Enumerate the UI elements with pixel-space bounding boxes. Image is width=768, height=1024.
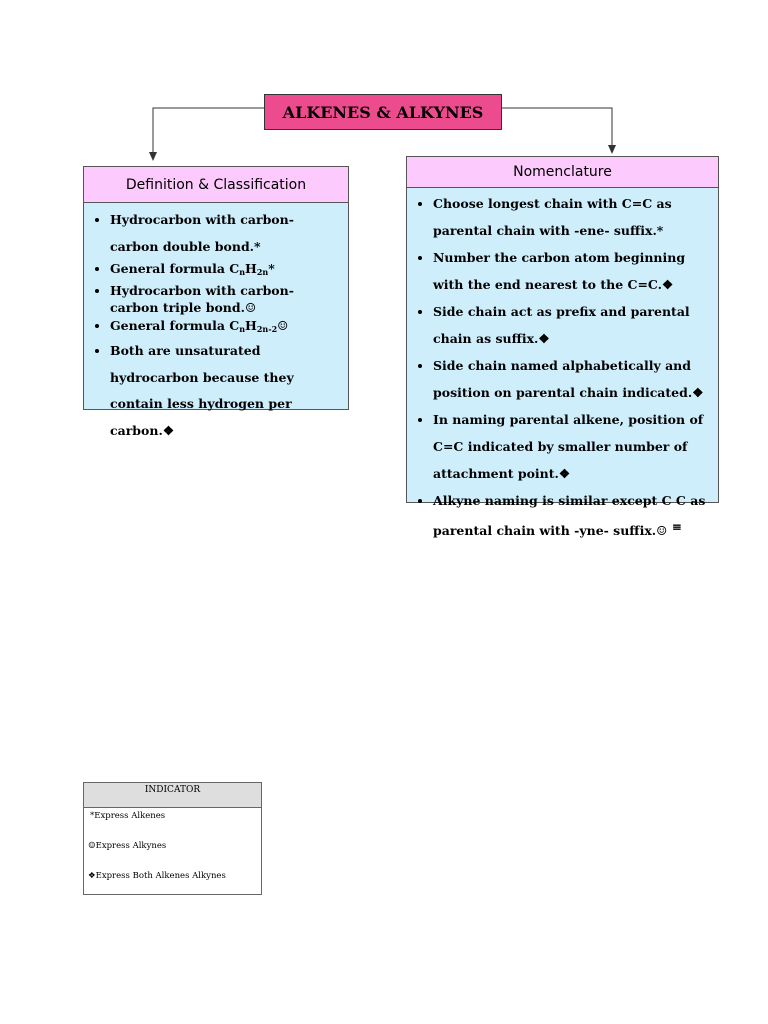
nomenclature-panel: Nomenclature Choose longest chain with C… [406,156,719,538]
list-item: Side chain named alphabetically and posi… [433,352,710,406]
triple-bond-symbol: ≡ [671,520,682,534]
definition-list: Hydrocarbon with carbon-carbon double bo… [84,203,348,444]
list-item: Hydrocarbon with carbon-carbon double bo… [110,207,340,260]
list-item: Choose longest chain with C=C as parenta… [433,190,710,244]
indicator-legend: INDICATOR *Express Alkenes ☺Express Alky… [83,782,262,895]
indicator-row-alkynes: ☺Express Alkynes [88,841,167,851]
page-title: ALKENES & ALKYNES [264,94,502,130]
list-item: Alkyne naming is similar except C C as p… [433,487,710,544]
connector-right [502,107,613,148]
indicator-heading: INDICATOR [84,783,261,808]
list-item: General formula CnH2n* [110,260,340,282]
nomenclature-list: Choose longest chain with C=C as parenta… [407,188,718,544]
list-item: Number the carbon atom beginning with th… [433,244,710,298]
list-item: In naming parental alkene, position of C… [433,406,710,487]
indicator-row-both: ❖Express Both Alkenes Alkynes [88,871,226,881]
arrowhead-left [149,152,157,161]
definition-heading: Definition & Classification [84,167,348,203]
definition-panel: Definition & Classification Hydrocarbon … [83,166,349,438]
list-item: Side chain act as prefix and parental ch… [433,298,710,352]
list-item: Hydrocarbon with carbon-carbon triple bo… [110,282,340,317]
page-title-text: ALKENES & ALKYNES [282,102,484,122]
arrowhead-right [608,145,616,154]
nomenclature-heading: Nomenclature [407,157,718,188]
connector-left [152,107,264,155]
list-item: Both are unsaturated hydrocarbon because… [110,338,340,444]
indicator-row-alkenes: *Express Alkenes [90,811,166,821]
list-item: General formula CnH2n-2☺ [110,317,340,339]
